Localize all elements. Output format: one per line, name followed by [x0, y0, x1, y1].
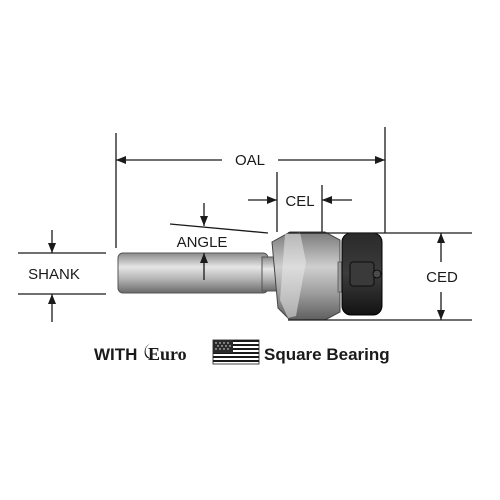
angle-label: ANGLE: [177, 234, 228, 251]
carbide-flute: [280, 232, 306, 318]
euro-logo-text: Euro: [148, 344, 187, 364]
bearing-race: [349, 261, 375, 287]
oal-label: OAL: [235, 152, 265, 169]
caption-prefix: WITH: [94, 345, 137, 364]
caption: WITH Euro Square Bearing: [94, 339, 390, 365]
cel-label: CEL: [285, 193, 314, 210]
router-bit: [117, 231, 383, 321]
shank-body: [117, 252, 269, 294]
ced-label: CED: [426, 269, 458, 286]
euro-logo: Euro: [144, 343, 187, 364]
us-flag-icon: [212, 339, 260, 365]
caption-suffix: Square Bearing: [264, 345, 390, 364]
arrowheads: [48, 156, 445, 320]
bearing-screw-icon: [372, 269, 382, 279]
shank-label: SHANK: [28, 266, 80, 283]
